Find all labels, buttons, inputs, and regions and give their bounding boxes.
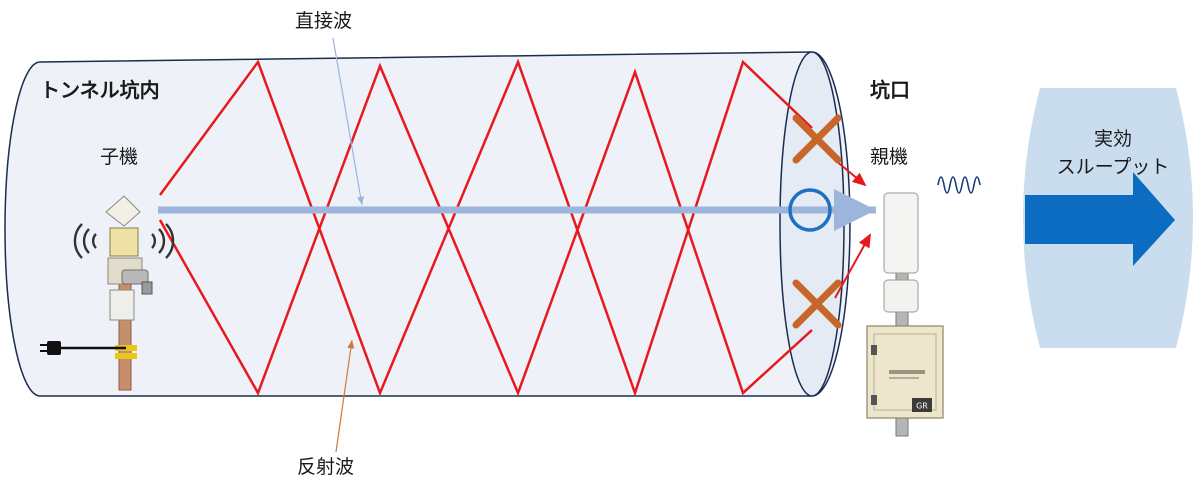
signal-left-icon [73,223,97,259]
child-unit-label: 子機 [100,146,139,168]
reflected-arrows-to-parent [834,159,871,299]
effective-throughput-line2: スループット [1056,156,1170,178]
direct-wave-leader [332,37,365,206]
signal-right-icon [151,223,175,259]
circle-mark [788,188,832,232]
x-mark-lower [792,279,842,329]
signal-wave-icon [937,176,981,194]
reflected-wave-leader [335,339,355,453]
tunnel-mouth-label: 坑口 [870,78,910,102]
reflected-wave-upper [158,58,813,397]
cabinet-badge: GR [916,402,928,411]
parent-unit-device: GR [866,176,981,437]
reflected-wave-label: 反射波 [297,456,355,478]
effective-throughput-line1: 実効 [1093,128,1132,150]
tunnel-inside-label: トンネル坑内 [40,78,160,102]
reflected-wave-lower [158,62,813,397]
child-unit-device [40,195,175,391]
x-mark-upper [792,114,842,164]
direct-wave-label: 直接波 [295,10,353,32]
throughput-arrow [1025,172,1175,266]
tunnel-cylinder [4,51,851,397]
parent-unit-label: 親機 [870,146,909,168]
effective-throughput-panel [1023,88,1193,348]
reflected-waves [158,58,813,397]
effective-throughput-label: 実効 スループット [1018,125,1200,181]
